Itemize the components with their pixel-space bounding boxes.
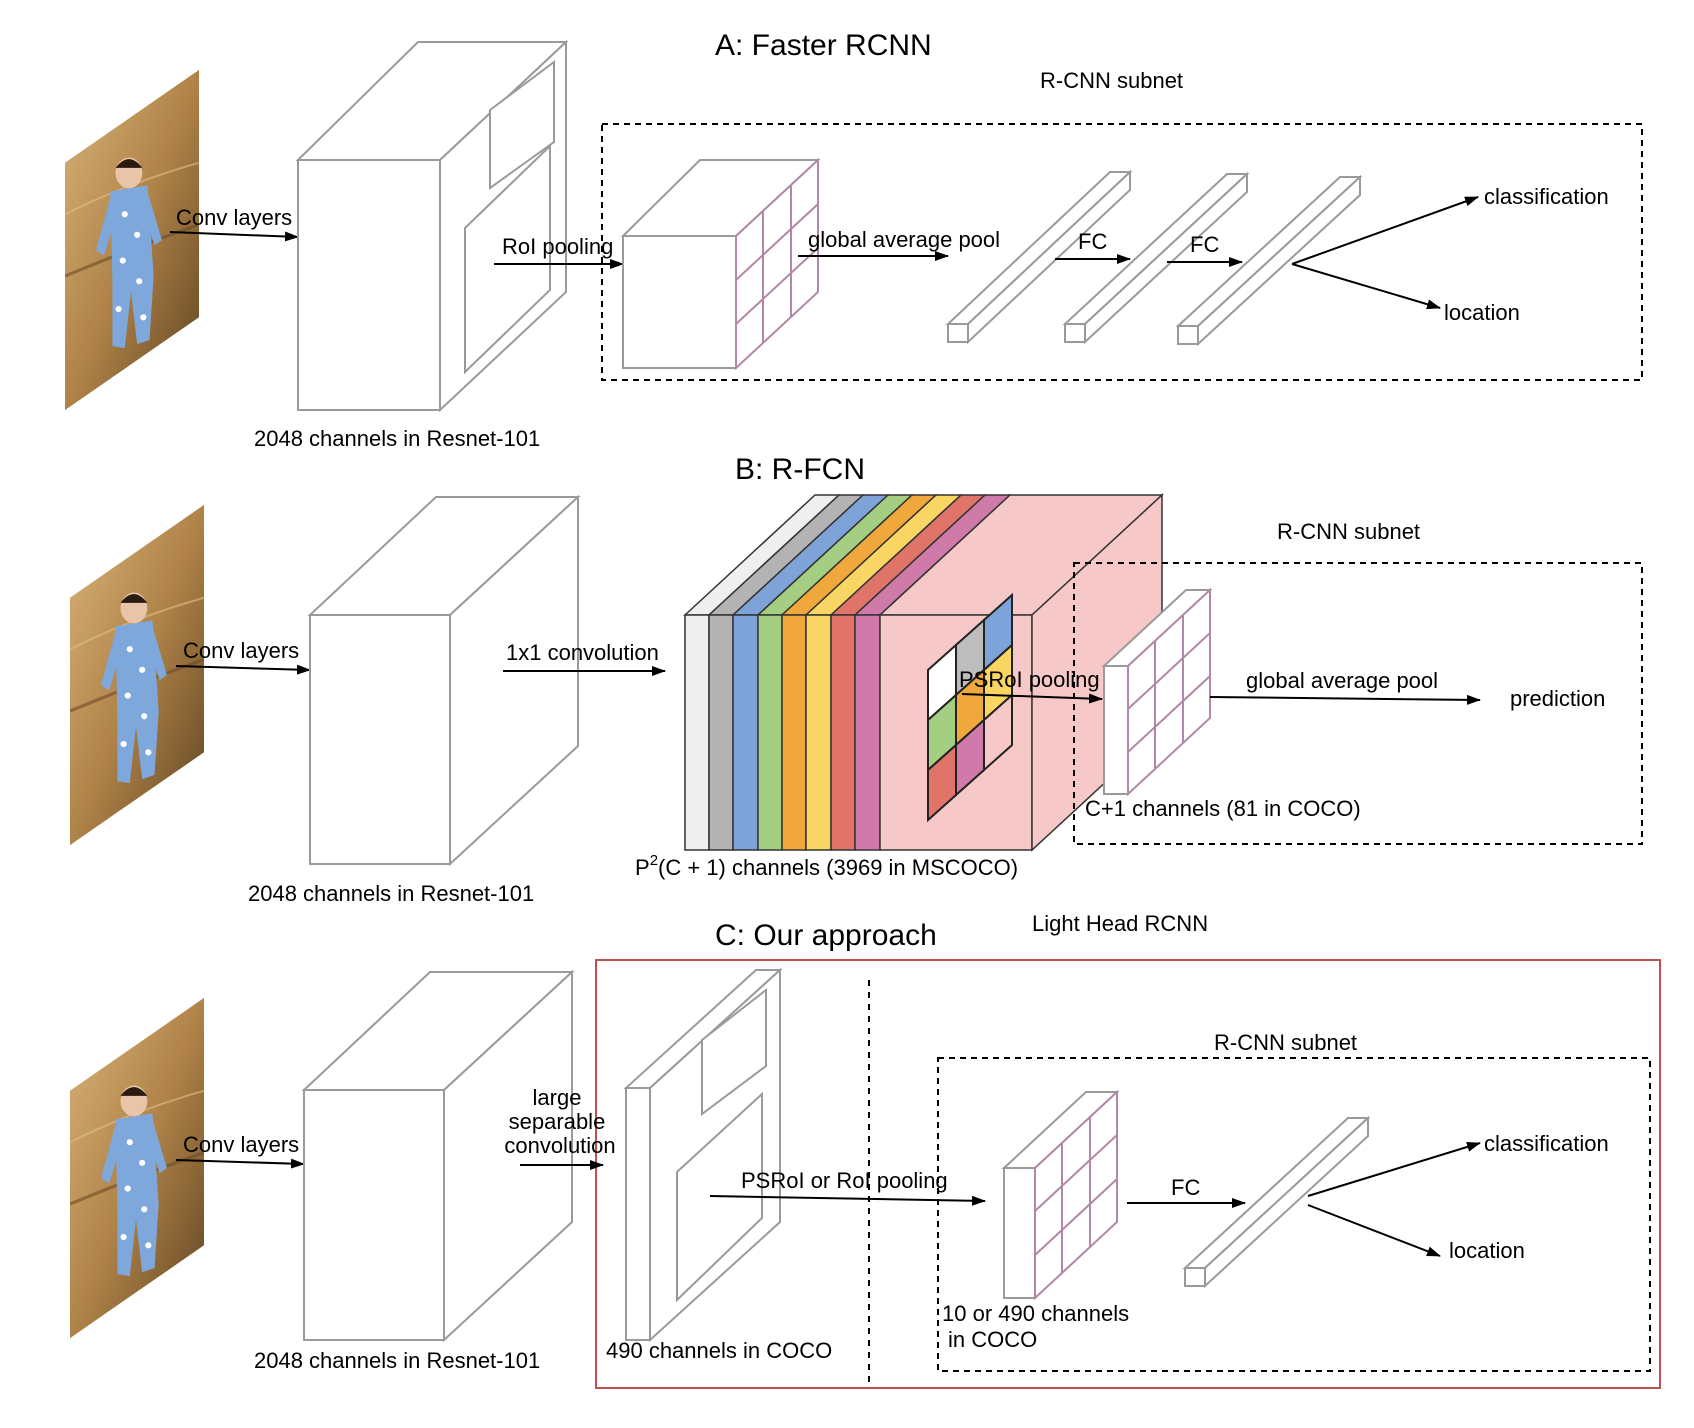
section-c-title: C: Our approach: [715, 919, 937, 952]
backbone-caption-a: 2048 channels in Resnet-101: [254, 426, 540, 451]
sep-conv-label-1: large: [533, 1085, 582, 1110]
pooled-feature-cube-c: [1001, 1089, 1120, 1301]
score-slab-front: [708, 614, 734, 851]
channels-caption-c-2: in COCO: [948, 1327, 1037, 1352]
gap-label-b: global average pool: [1246, 668, 1438, 693]
backbone-caption-b: 2048 channels in Resnet-101: [248, 881, 534, 906]
psroi-arrow-b: [961, 693, 1103, 704]
classification-label-a: classification: [1484, 184, 1609, 209]
score-caption-sup: 2: [650, 852, 658, 869]
sep-conv-label-2: separable: [509, 1109, 606, 1134]
pool-label-c: PSRoI or RoI pooling: [741, 1168, 948, 1193]
score-caption-b: P2(C + 1) channels (3969 in MSCOCO): [635, 852, 1018, 880]
fc-bar-a3: [1175, 174, 1363, 347]
roi-label-a: RoI pooling: [502, 234, 613, 259]
thin-feature-map-c: [623, 967, 783, 1343]
section-b-title: B: R-FCN: [735, 453, 865, 486]
input-image-c: [70, 996, 204, 1340]
conv1x1-label-b: 1x1 convolution: [506, 640, 659, 665]
channels-caption-c-1: 10 or 490 channels: [942, 1301, 1129, 1326]
score-slab-front: [757, 614, 783, 851]
score-slab-front: [781, 614, 807, 851]
channels-caption-b: C+1 channels (81 in COCO): [1085, 796, 1361, 821]
gap-arrow-b: [1209, 694, 1481, 705]
score-caption-p: P: [635, 855, 650, 880]
section-a-subnet-label: R-CNN subnet: [1040, 68, 1183, 93]
classification-label-c: classification: [1484, 1131, 1609, 1156]
section-c-subnet-label: R-CNN subnet: [1214, 1030, 1357, 1055]
conv-arrow-a: [169, 231, 299, 242]
input-image-b: [70, 503, 204, 847]
pool-arrow-c: [709, 1195, 986, 1206]
sep-conv-label-3: convolution: [504, 1133, 615, 1158]
light-head-label: Light Head RCNN: [1032, 911, 1208, 936]
fc-label-c: FC: [1171, 1175, 1200, 1200]
conv-label-b: Conv layers: [183, 638, 299, 663]
score-slab-front: [805, 614, 832, 851]
section-our-approach: C: Our approach Light Head RCNN Conv lay…: [70, 911, 1661, 1389]
conv-label-a: Conv layers: [176, 205, 292, 230]
backbone-cube-b: [307, 494, 581, 867]
conv-label-c: Conv layers: [183, 1132, 299, 1157]
classification-arrow-c: [1307, 1142, 1481, 1197]
fc-label-a2: FC: [1190, 232, 1219, 257]
location-arrow-a: [1291, 263, 1441, 310]
section-r-fcn: B: R-FCN R-CNN subnet Conv layers 2048 c…: [70, 453, 1643, 906]
section-faster-rcnn: A: Faster RCNN R-CNN subnet Conv layers …: [65, 29, 1643, 451]
light-head-box: [595, 959, 1661, 1389]
rcnn-subnet-box-a: [601, 123, 1643, 381]
conv-arrow-b: [175, 664, 311, 675]
roi-feature-cube-a: [620, 157, 821, 371]
fc-bar-a1: [945, 169, 1133, 345]
score-slab-front: [854, 614, 881, 851]
fc-bar-a2: [1062, 171, 1250, 345]
location-arrow-c: [1307, 1204, 1441, 1257]
input-image-a: [65, 68, 199, 412]
backbone-caption-c: 2048 channels in Resnet-101: [254, 1348, 540, 1373]
gap-label-a: global average pool: [808, 227, 1000, 252]
fc-label-a1: FC: [1078, 229, 1107, 254]
fc-bar-c: [1182, 1115, 1371, 1289]
backbone-cube-a: [295, 39, 569, 413]
thin-caption-c: 490 channels in COCO: [606, 1338, 832, 1363]
section-b-subnet-label: R-CNN subnet: [1277, 519, 1420, 544]
location-label-c: location: [1449, 1238, 1525, 1263]
rcnn-subnet-box-c: [937, 1057, 1651, 1372]
section-a-title: A: Faster RCNN: [715, 29, 932, 62]
score-slab-front: [732, 614, 759, 851]
conv-arrow-c: [175, 1158, 305, 1169]
pooled-feature-cube-b: [1101, 587, 1213, 797]
location-label-a: location: [1444, 300, 1520, 325]
prediction-label-b: prediction: [1510, 686, 1605, 711]
score-slab-front: [684, 614, 710, 851]
score-caption-rest: (C + 1) channels (3969 in MSCOCO): [658, 855, 1018, 880]
ps-grid-cell: [983, 692, 1013, 773]
rcnn-subnet-box-b: [1073, 562, 1643, 845]
position-sensitive-score-maps: [683, 493, 1164, 852]
backbone-cube-c: [301, 969, 575, 1343]
classification-arrow-a: [1291, 196, 1479, 265]
score-slab-front: [830, 614, 856, 851]
psroi-label-b: PSRoI pooling: [959, 667, 1100, 692]
